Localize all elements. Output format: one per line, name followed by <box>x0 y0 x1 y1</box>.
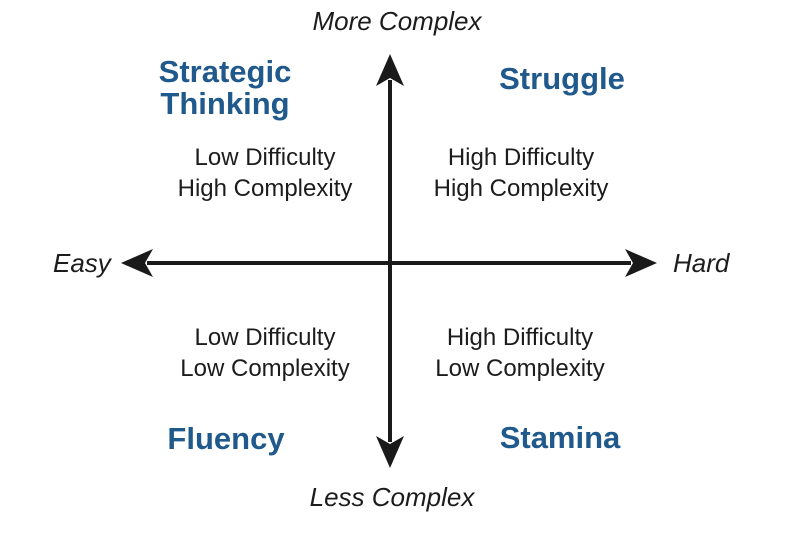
desc-line: High Complexity <box>177 175 353 202</box>
quadrant-title-struggle: Struggle <box>499 61 625 96</box>
quadrant-title-fluency: Fluency <box>167 421 285 456</box>
desc-line: Low Difficulty <box>194 144 336 171</box>
desc-line: High Complexity <box>433 175 609 202</box>
axis-label-hard: Hard <box>673 248 730 278</box>
arrowhead-up-icon <box>376 54 404 86</box>
arrowhead-down-icon <box>376 436 404 468</box>
desc-line: High Difficulty <box>446 324 594 351</box>
quadrant-title-stamina: Stamina <box>499 420 621 455</box>
arrowhead-left-icon <box>121 249 153 277</box>
desc-line: Low Complexity <box>180 355 350 382</box>
quadrant-desc-top-right: High Difficulty High Complexity <box>434 142 609 204</box>
axis-label-more-complex: More Complex <box>312 6 482 36</box>
desc-line: Low Difficulty <box>194 324 336 351</box>
desc-line: Low Complexity <box>435 355 605 382</box>
quadrant-desc-bottom-right: High Difficulty Low Complexity <box>435 322 604 384</box>
axis-label-less-complex: Less Complex <box>309 482 475 512</box>
axis-label-easy: Easy <box>53 248 111 278</box>
quadrant-desc-bottom-left: Low Difficulty Low Complexity <box>180 322 349 384</box>
arrowhead-right-icon <box>625 249 657 277</box>
quadrant-desc-top-left: Low Difficulty High Complexity <box>178 142 353 204</box>
desc-line: High Difficulty <box>447 144 595 171</box>
quadrant-title-strategic-thinking: Strategic Thinking <box>158 54 292 121</box>
